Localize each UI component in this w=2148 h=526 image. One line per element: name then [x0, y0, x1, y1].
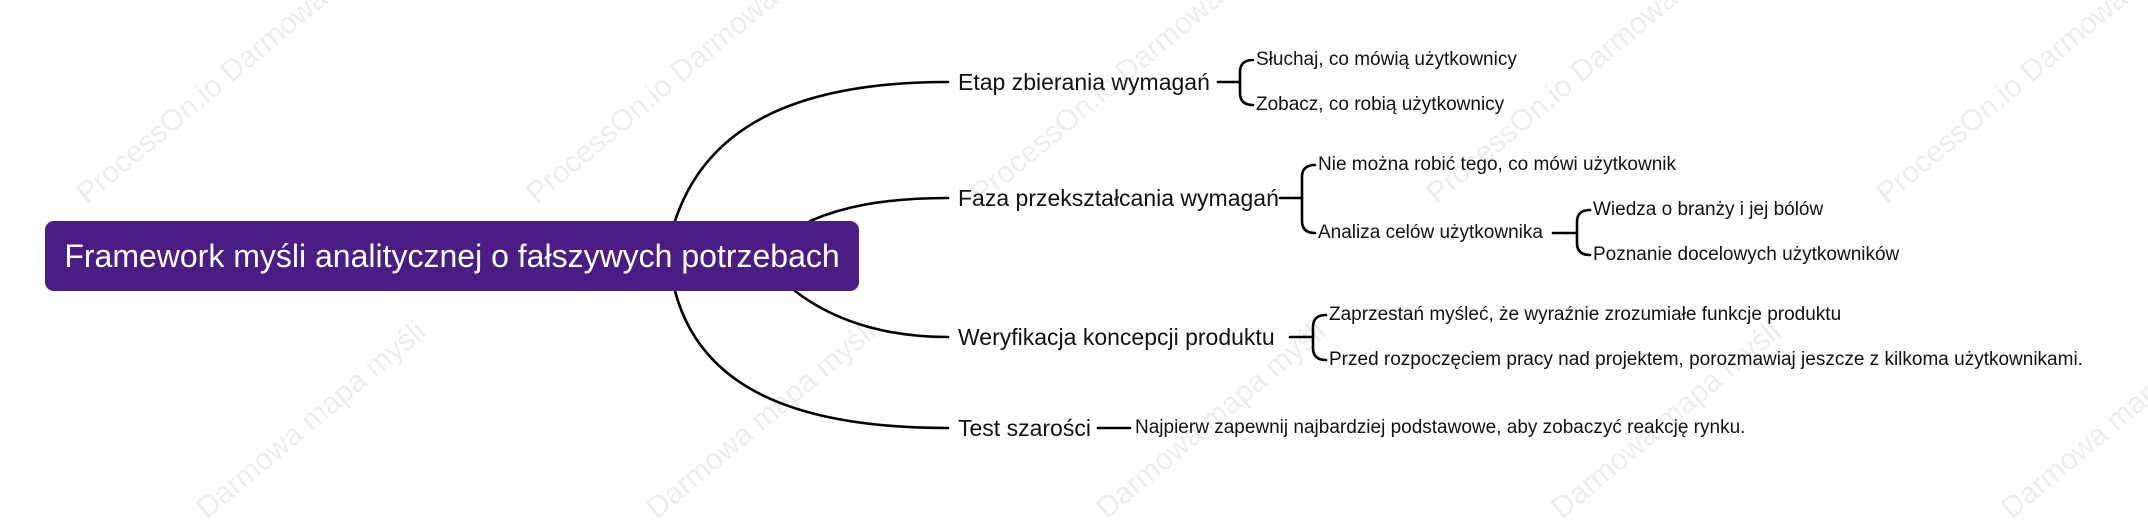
leaf-node[interactable]: Przed rozpoczęciem pracy nad projektem, …	[1329, 349, 2083, 370]
mind-map-canvas: ProcessOn.io Darmowa mapa myśli ProcessO…	[45, 0, 2148, 525]
leaf-node[interactable]: Zobacz, co robią użytkownicy	[1256, 94, 1505, 115]
bracket	[1238, 58, 1255, 107]
sub-branch-node[interactable]: Analiza celów użytkownika	[1318, 222, 1543, 243]
branch-node-weryfikacja[interactable]: Weryfikacja koncepcji produktu	[958, 324, 1275, 350]
connector-branch-1	[673, 80, 950, 223]
branch-node-faza[interactable]: Faza przekształcania wymagań	[958, 185, 1279, 211]
bracket	[1300, 163, 1317, 235]
leaf-node[interactable]: Poznanie docelowych użytkowników	[1593, 244, 1900, 265]
leaf-node[interactable]: Najpierw zapewnij najbardziej podstawowe…	[1135, 417, 1746, 438]
connector-branch-2	[808, 196, 950, 223]
leaf-node[interactable]: Zaprzestań myśleć, że wyraźnie zrozumiał…	[1329, 304, 1842, 325]
connector-lines	[673, 58, 1592, 430]
branch-node-etap[interactable]: Etap zbierania wymagań	[958, 69, 1210, 95]
connector-branch-3	[793, 289, 950, 339]
leaf-node[interactable]: Wiedza o branży i jej bólów	[1593, 199, 1824, 220]
leaf-node[interactable]: Nie można robić tego, co mówi użytkownik	[1318, 154, 1676, 175]
branch-node-test[interactable]: Test szarości	[958, 415, 1091, 441]
leaf-node[interactable]: Słuchaj, co mówią użytkownicy	[1256, 49, 1517, 70]
root-node[interactable]: Framework myśli analitycznej o fałszywyc…	[45, 221, 859, 291]
bracket	[1575, 208, 1592, 257]
connector-branch-4	[673, 289, 950, 430]
bracket	[1311, 313, 1328, 362]
